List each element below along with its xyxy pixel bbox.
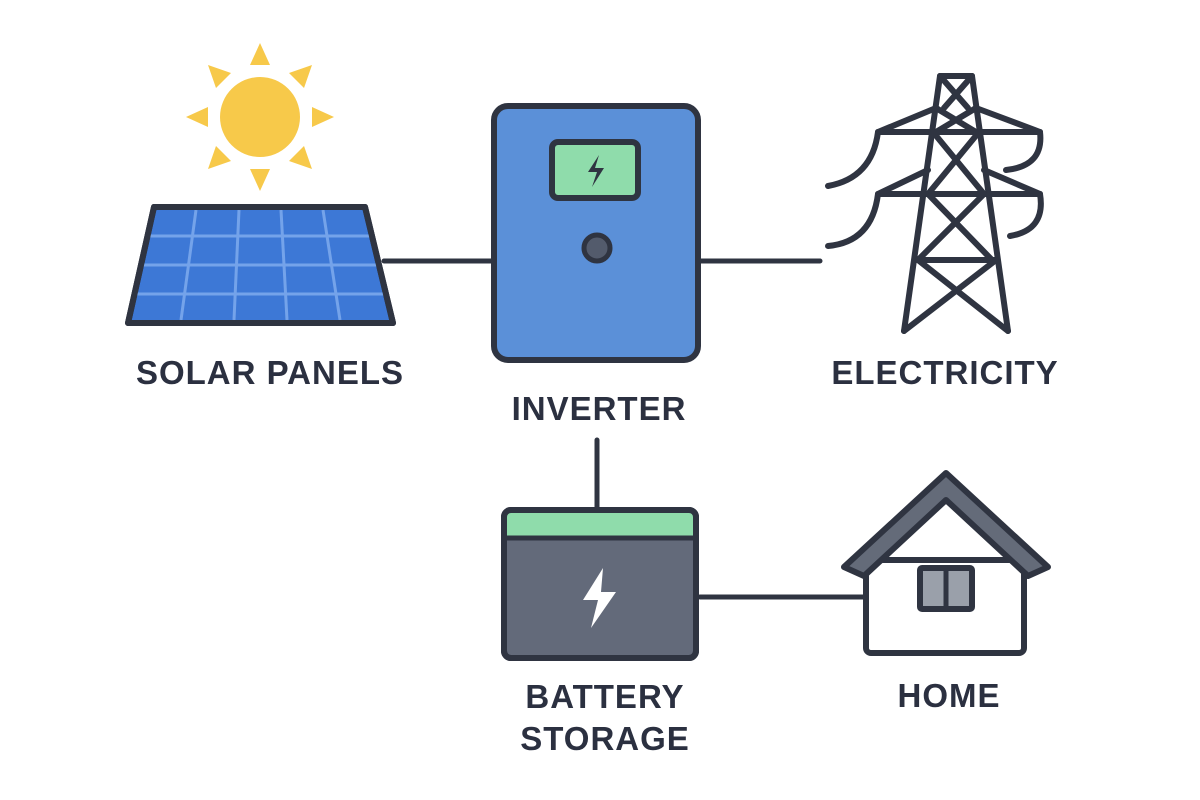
- label-home: HOME: [898, 677, 1001, 714]
- solar-panel-icon: [125, 204, 396, 326]
- sun-icon: [186, 43, 334, 191]
- transmission-tower-icon: [825, 73, 1044, 334]
- connectors: [381, 258, 867, 600]
- battery-icon: [501, 507, 699, 661]
- label-battery-line1: BATTERY: [525, 678, 684, 715]
- label-battery-line2: STORAGE: [520, 720, 690, 757]
- battery-charge-strip: [507, 513, 693, 537]
- inverter-knob: [581, 232, 613, 264]
- inverter-icon: [491, 103, 701, 363]
- label-inverter: INVERTER: [512, 390, 687, 427]
- lightning-bolt-icon: [583, 568, 616, 628]
- label-solar-panels: SOLAR PANELS: [136, 354, 404, 391]
- label-electricity: ELECTRICITY: [831, 354, 1058, 391]
- lightning-bolt-icon: [588, 155, 604, 187]
- house-icon: [841, 470, 1051, 656]
